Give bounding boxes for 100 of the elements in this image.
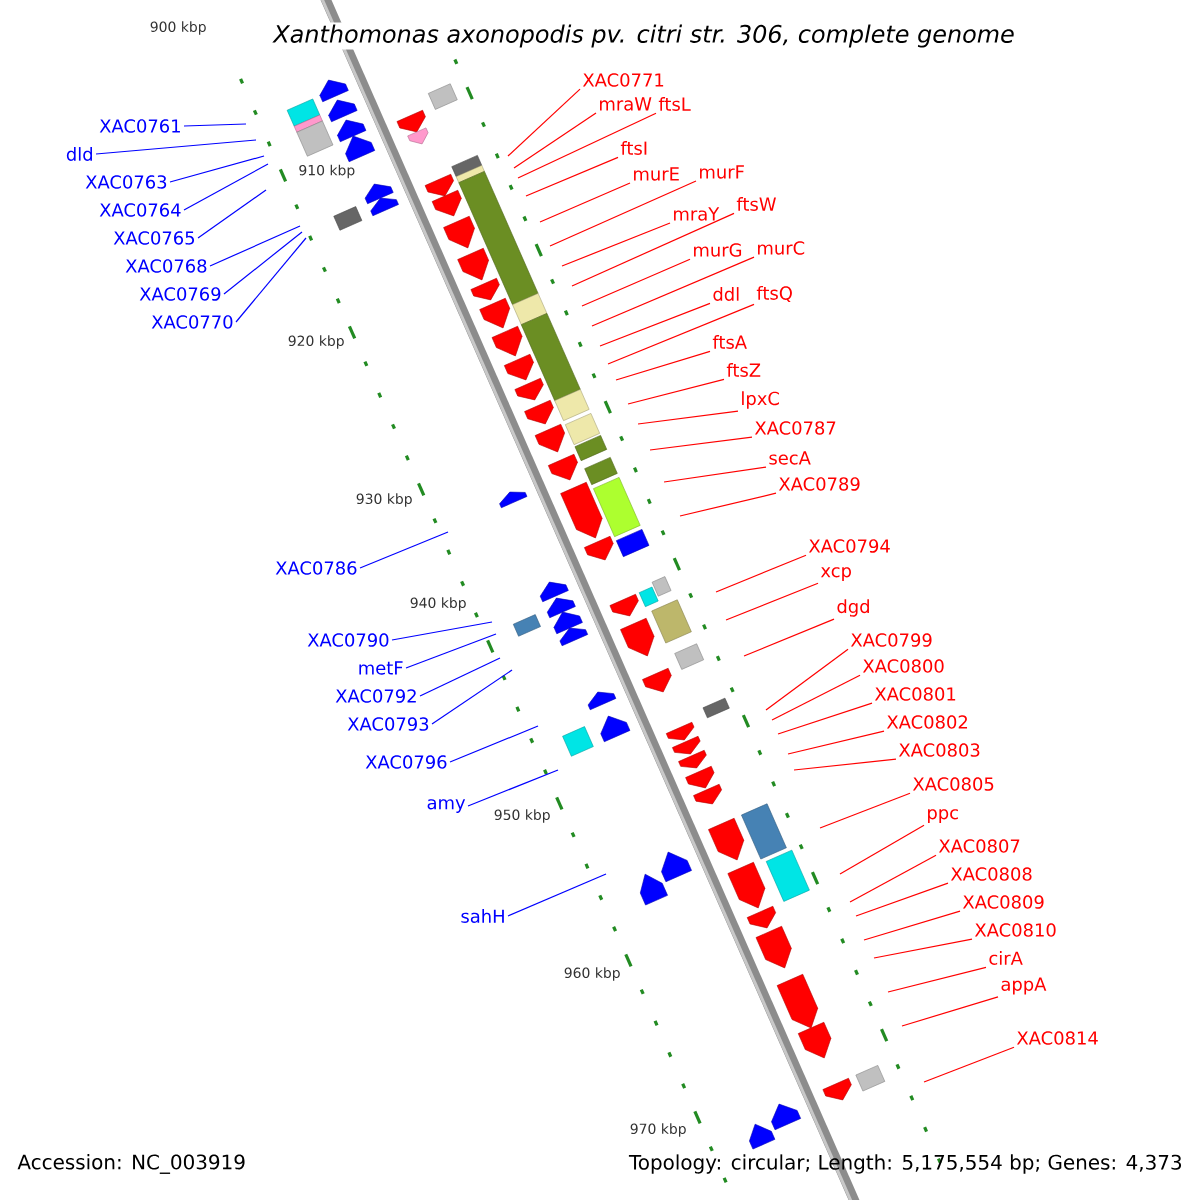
gene-label: XAC0803 [898,743,980,757]
leader-line [637,410,739,425]
leader-line [467,769,559,807]
leader-line [715,554,807,593]
gene-label: XAC0792 [335,689,416,703]
leader-line [431,669,513,725]
gene-label: XAC0794 [808,539,890,553]
gene-label: XAC0810 [974,923,1056,937]
gene-label: metF [359,661,403,675]
gene-label: XAC0764 [99,203,181,217]
gene-label: amy [427,799,466,813]
gene-label: ppc [928,809,958,823]
gene-label: XAC0801 [874,687,956,701]
leader-line [209,225,301,267]
leader-line [599,302,711,347]
gene-label: XAC0802 [886,715,967,729]
gene-label: XAC0809 [962,895,1044,909]
leader-line [561,222,671,267]
gene-label: xcp [820,567,851,581]
gene-label: lpxC [742,391,779,409]
title: Xanthomonas axonopodis pv. citri str. 306, complete genome [271,22,1017,50]
leader-line [581,258,691,307]
gene-label: ftsQ [756,286,792,302]
gene-label: dld [66,147,92,161]
leader-line [169,155,265,183]
leader-line [95,139,257,155]
gene-label: ftsW [736,197,776,211]
gene-label: sahH [461,909,504,923]
gene-label: ftsL [658,97,691,111]
leader-line [777,702,873,735]
gene-label: XAC0763 [85,175,167,189]
leader-line [507,88,581,157]
leader-line [549,180,697,247]
gene-label: secA [769,451,811,465]
gene-label: cirA [989,951,1023,965]
gene-label: XAC0761 [99,119,180,133]
gene-label: XAC0768 [125,259,207,273]
leader-line [793,758,897,771]
leader-line [887,966,987,993]
leader-line [787,730,885,755]
leader-line [725,582,819,621]
leader-line [391,621,493,641]
gene-label: murG [694,243,742,257]
leader-line [449,725,539,763]
leader-line [235,237,307,323]
gene-label: ftsI [620,141,647,155]
leader-line [359,531,449,569]
leader-line [539,182,631,223]
leader-line [591,256,755,327]
leader-line [855,882,949,917]
gene-label: XAC0800 [862,659,944,673]
gene-label: appA [1001,977,1047,995]
gene-label: XAC0770 [151,315,233,329]
gene-label: XAC0790 [307,633,389,647]
leader-line [525,156,619,197]
gene-label: XAC0765 [113,231,195,245]
leader-line [901,996,999,1027]
leader-line [765,648,849,711]
gene-label: XAC0787 [754,421,836,435]
leader-line [507,873,607,917]
leader-line [197,189,267,239]
gene-label: XAC0807 [938,839,1020,853]
gene-label: mraW [600,97,652,111]
accession-text: Accession: NC_003919 [17,1154,245,1174]
leader-line [517,112,657,179]
gene-label: XAC0814 [1016,1031,1098,1045]
leader-line [873,938,973,959]
leader-line [607,303,755,365]
gene-label: XAC0799 [850,633,932,647]
gene-label: ddl [713,287,739,301]
leader-line [649,436,753,451]
leader-line [513,112,597,169]
gene-label: XAC0793 [347,717,429,731]
gene-label: XAC0808 [950,867,1032,881]
gene-label: XAC0769 [139,287,221,301]
gene-label: dgd [837,599,869,617]
leader-line [615,350,711,381]
leader-line [419,657,501,697]
leader-line [923,1046,1015,1083]
leader-line [743,618,835,657]
genome-info-text: Topology: circular; Length: 5,175,554 bp; Genes: 4,373 [628,1154,1182,1174]
gene-label: XAC0796 [365,755,447,769]
leader-line [679,492,777,517]
leader-line [839,824,925,875]
gene-label: ftsA [712,335,747,349]
leader-line [405,633,497,669]
leader-line [183,123,247,127]
leader-line [223,231,303,295]
gene-label: mraY [674,207,720,221]
leader-line [849,854,937,903]
gene-label: murC [758,241,805,255]
leader-line [183,163,269,211]
gene-label: murF [700,165,744,179]
gene-label: XAC0805 [912,777,994,791]
gene-label: XAC0789 [778,477,860,491]
leader-line [819,792,911,829]
leader-line [627,378,725,405]
leader-line [863,910,961,941]
gene-label: ftsZ [726,363,761,377]
gene-label: XAC0771 [582,73,664,87]
